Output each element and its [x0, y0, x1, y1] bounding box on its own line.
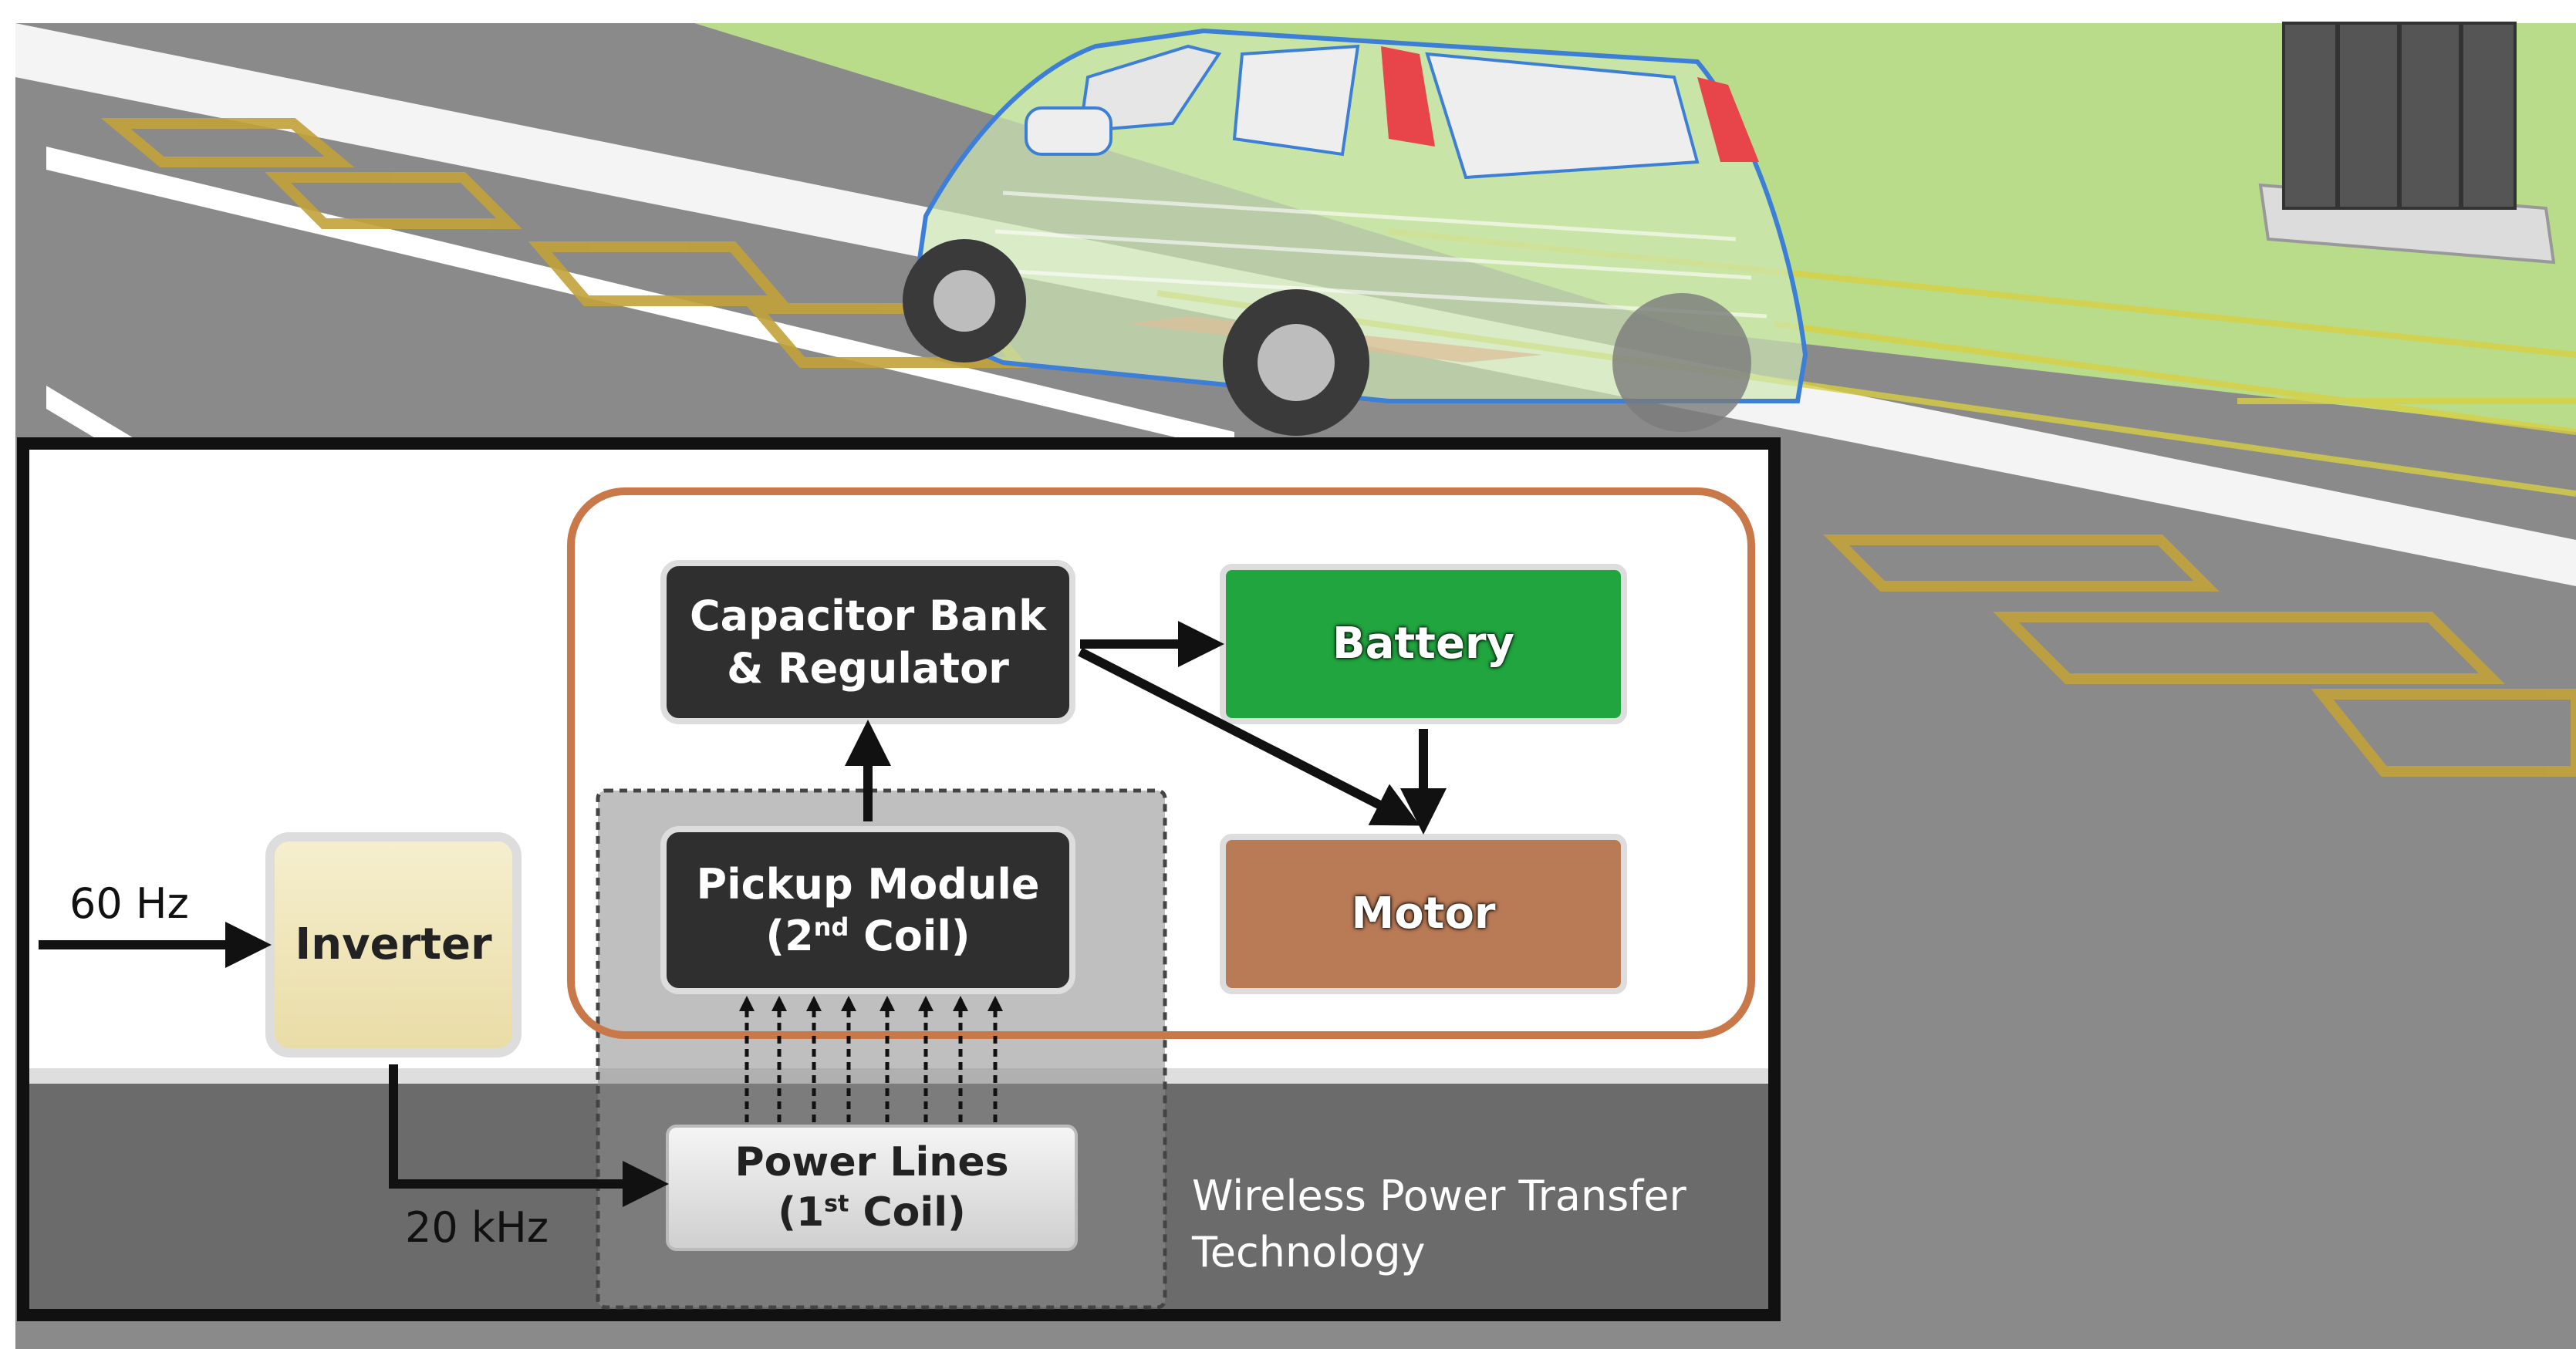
arrow-capacitor-to-motor — [1078, 647, 1420, 826]
input-frequency-label: 60 Hz — [69, 879, 189, 928]
electric-car — [903, 28, 1808, 436]
motor-label: Motor — [1351, 889, 1496, 939]
motor-block — [1220, 834, 1627, 994]
vehicle-side-outline — [567, 487, 1755, 1039]
inverter-label: Inverter — [295, 919, 492, 970]
pickup-superscript: nd — [813, 912, 849, 942]
technology-label: Wireless Power Transfer Technology — [1192, 1169, 1686, 1281]
capacitor-bank-label: Capacitor Bank & Regulator — [690, 592, 1046, 693]
power-lines-label: Power Lines (1st Coil) — [734, 1139, 1009, 1236]
connection-arrows — [39, 621, 1447, 1207]
pickup-module-block — [660, 826, 1075, 994]
magnetic-field-arrows — [739, 996, 1003, 1122]
output-frequency-label: 20 kHz — [405, 1203, 549, 1252]
technology-label-line2: Technology — [1192, 1227, 1426, 1276]
pickup-module-label: Pickup Module (2nd Coil) — [696, 859, 1040, 961]
power-lines-superscript: st — [824, 1190, 849, 1218]
charging-station — [2258, 22, 2556, 265]
technology-label-line1: Wireless Power Transfer — [1192, 1172, 1686, 1220]
battery-label: Battery — [1332, 619, 1515, 669]
arrow-inverter-to-power-lines — [389, 1064, 669, 1207]
